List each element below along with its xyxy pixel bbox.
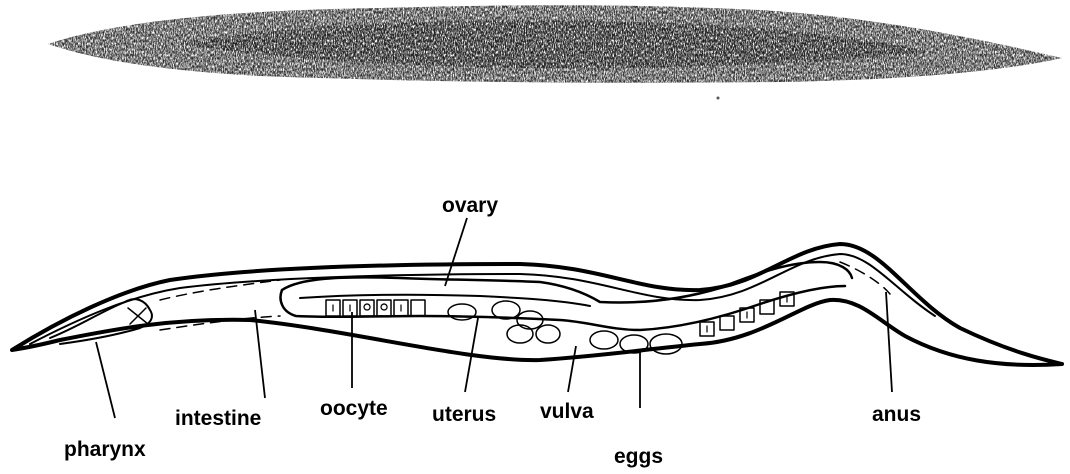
label-anus: anus [872,403,921,426]
pharynx-leader [96,342,115,418]
label-vulva: vulva [540,400,594,423]
label-intestine: intestine [175,407,261,430]
worm-body [12,244,1062,365]
label-ovary: ovary [442,194,498,217]
vulva-leader [568,346,576,392]
worm-micrograph [48,5,1062,99]
ovary-leader [445,218,467,286]
label-eggs: eggs [614,445,663,468]
label-uterus: uterus [432,403,496,426]
anus-leader [886,292,892,392]
labels: ovary pharynx intestine oocyte uterus vu… [64,194,921,468]
label-pharynx: pharynx [64,438,146,461]
label-oocyte: oocyte [320,397,388,420]
